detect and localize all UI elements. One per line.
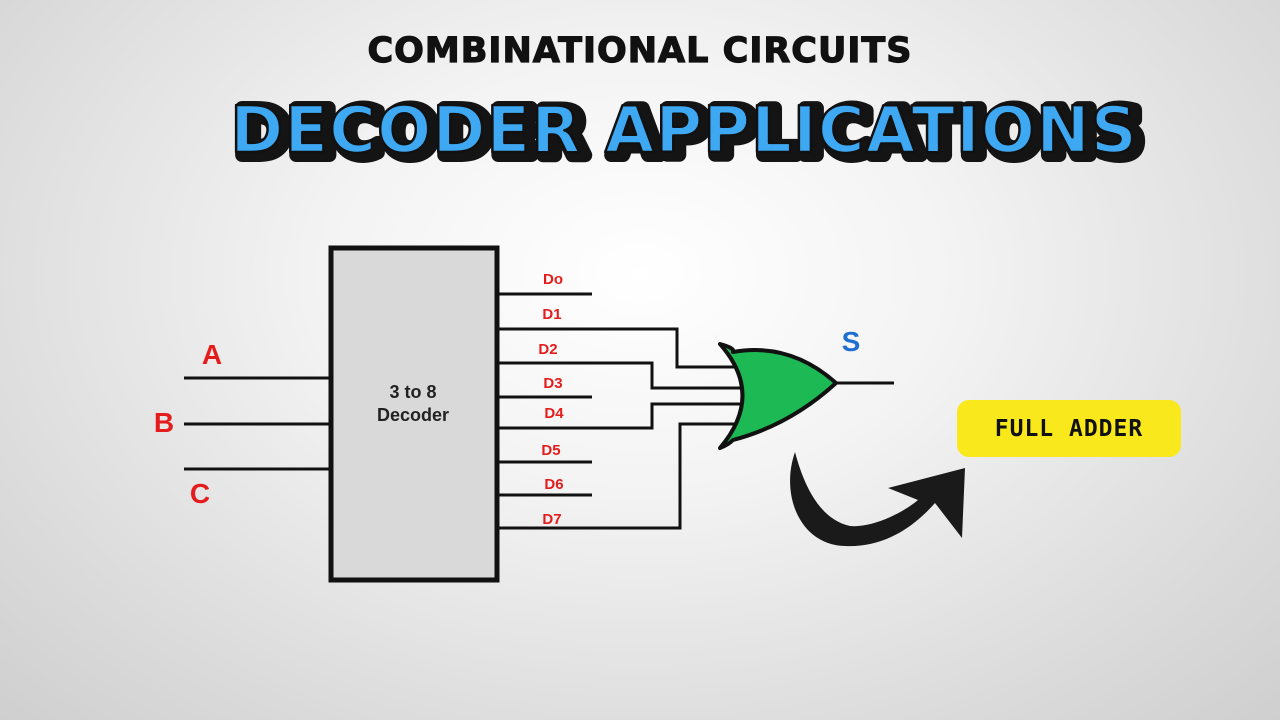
input-label-c: C [190, 478, 210, 509]
output-label-d1: D1 [542, 306, 561, 323]
output-label-d2: D2 [538, 341, 557, 358]
decoder-label-line2: Decoder [377, 405, 449, 425]
output-label-d6: D6 [544, 476, 563, 493]
decoder-label-line1: 3 to 8 [389, 382, 436, 402]
or-gate-icon [718, 342, 838, 450]
title-outline: DECODER APPLICATIONS [236, 97, 1144, 171]
sum-output-label: S [842, 326, 861, 357]
curved-arrow-icon [790, 452, 965, 547]
main-title: DECODER APPLICATIONS [230, 94, 1138, 168]
output-label-d3: D3 [543, 375, 562, 392]
output-wire-d4 [497, 402, 750, 430]
input-label-a: A [202, 339, 222, 370]
output-label-d4: D4 [544, 405, 564, 422]
input-label-b: B [154, 407, 174, 438]
output-wire-d7 [497, 422, 745, 530]
full-adder-badge: FULL ADDER [957, 400, 1181, 457]
output-label-d5: D5 [541, 442, 560, 459]
output-wire-d2 [497, 361, 745, 390]
decoder-block [328, 245, 500, 583]
output-label-d7: D7 [542, 511, 561, 528]
output-wire-d1 [497, 327, 745, 369]
subtitle-text: COMBINATIONAL CIRCUITS [367, 31, 912, 71]
output-label-d0: Do [543, 271, 563, 288]
